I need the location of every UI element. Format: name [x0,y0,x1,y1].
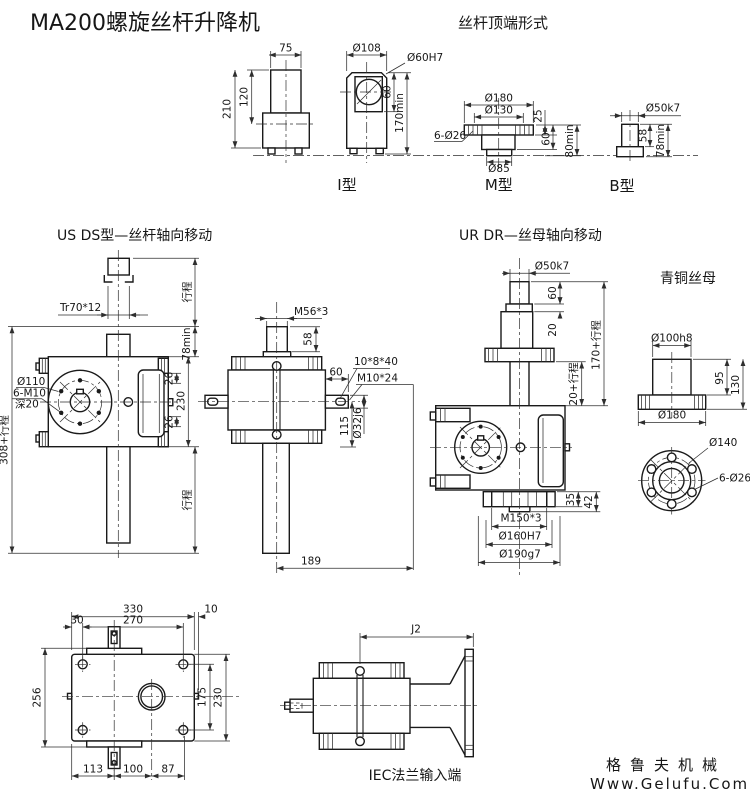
dim-78min: 78min [655,124,667,157]
dim-35: 35 [565,493,577,506]
dim-26b: 26 [164,415,176,429]
label-i-type: I型 [337,176,356,194]
dim-m56x3: M56*3 [294,306,328,318]
dim-d130: Ø130 [485,105,513,117]
dim-87: 87 [161,764,174,776]
dim-tap: M10*24 [357,373,398,385]
label-b-type: B型 [609,177,634,195]
dim-42: 42 [583,495,595,508]
dim-20-ur: 20 [547,323,559,336]
dim-d85: Ø85 [488,163,510,175]
figure-i-type-side: 75 120 210 [222,43,316,163]
dim-m150x3: M150*3 [500,513,541,525]
dim-95: 95 [714,371,726,384]
dim-80min: 80min [564,124,576,157]
dim-78min-usds: 78min [181,327,193,360]
figure-i-type-front: Ø108 Ø60H7 60 170min I型 [337,43,443,195]
watermark: 格鲁夫机械 Www.Gelufu.Com [590,756,749,793]
dim-308-stroke: 308+行程 [0,415,11,465]
dim-170min: 170min [394,93,406,133]
dim-j2: J2 [410,624,421,636]
watermark-url: Www.Gelufu.Com [590,775,749,793]
bronze-nut-heading: 青铜丝母 [660,271,716,287]
dim-60-mid: 60 [329,367,342,379]
dim-d50k7-ur: Ø50k7 [535,261,569,273]
dim-210: 210 [222,99,234,119]
dim-175: 175 [197,687,209,707]
dim-d108: Ø108 [353,43,381,55]
watermark-cn: 格鲁夫机械 [606,756,726,774]
dim-120: 120 [239,87,251,107]
dim-d100h8: Ø100h8 [651,333,693,345]
dim-d140: Ø140 [709,437,737,449]
figure-bronze-nut: 青铜丝母 Ø100h8 95 130 Ø180 Ø140 6-Ø26 [637,271,750,515]
dim-d190g7: Ø190g7 [499,549,541,561]
dim-stroke-top: 行程 [181,281,194,302]
dim-115: 115 [339,416,351,436]
dim-60: 60 [382,85,394,98]
dim-113: 113 [83,764,103,776]
dim-tr70x12: Tr70*12 [59,302,101,314]
figure-base-top-view: 330 10 30 270 256 175 230 113 100 87 [32,604,240,780]
dim-270: 270 [123,615,143,627]
dim-key: 10*8*40 [354,356,398,368]
dim-stroke-bottom: 行程 [181,489,194,510]
dim-60-ur: 60 [547,286,559,299]
dim-20-stroke: 20+行程 [567,362,580,406]
dim-10: 10 [204,604,217,616]
ur-dr-heading: UR DR—丝母轴向移动 [459,228,602,244]
label-m-type: M型 [485,176,513,194]
dim-d110: Ø110 [17,376,45,388]
dim-230-base: 230 [213,687,225,707]
iec-label: IEC法兰输入端 [369,768,462,784]
dim-330: 330 [123,604,143,616]
figure-iec-flange-input: J2 IEC法兰输入端 [280,624,480,784]
dim-6xd26: 6-Ø26 [434,130,466,142]
dim-d50k7: Ø50k7 [646,103,680,115]
dim-d180-nut: Ø180 [658,410,686,422]
screw-top-forms-heading: 丝杆顶端形式 [458,14,548,32]
figure-mid-section: M56*3 58 60 1 [198,302,414,575]
dim-130: 130 [730,375,742,395]
figure-m-type: Ø180 Ø130 25 60 80min 6-Ø26 Ø85 M型 [434,93,581,194]
figure-us-ds: US DS型—丝杆轴向移动 Tr70*12 [0,228,212,558]
dim-25: 25 [533,109,545,122]
dim-58-mid: 58 [303,332,315,345]
dim-100: 100 [123,764,143,776]
dim-26a: 26 [164,372,176,386]
figure-b-type: Ø50k7 58 78min B型 [609,103,681,195]
dim-6xd26-nut: 6-Ø26 [719,473,750,485]
dim-60b: 60 [541,132,553,145]
dim-d160h7: Ø160H7 [499,531,542,543]
dim-189: 189 [301,556,321,568]
dim-d180: Ø180 [485,93,513,105]
dim-d32j6: Ø32j6 [352,407,364,439]
dim-depth20: 深20 [15,399,39,411]
dim-170-stroke: 170+行程 [590,320,603,370]
dim-6m10: 6-M10 [13,388,46,400]
dim-d60h7: Ø60H7 [407,52,443,64]
us-ds-heading: US DS型—丝杆轴向移动 [57,228,212,244]
dim-256: 256 [32,687,44,707]
dim-230: 230 [175,391,187,411]
page-title: MA200螺旋丝杆升降机 [30,11,260,36]
dim-58: 58 [638,129,650,142]
dim-30: 30 [70,615,83,627]
figure-ur-dr: UR DR—丝母轴向移动 Ø50k7 [429,228,608,575]
dim-75: 75 [279,43,292,55]
